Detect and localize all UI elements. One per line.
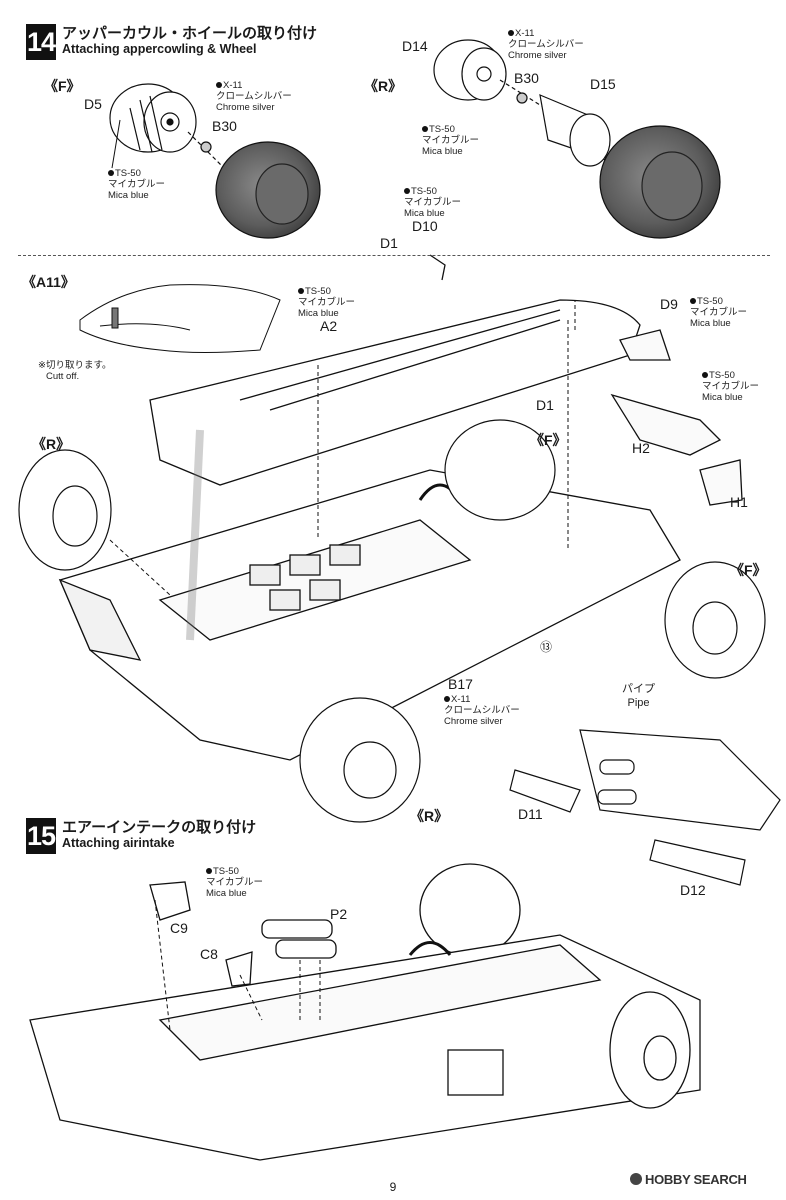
watermark-logo-icon [630, 1173, 642, 1185]
part-d5: D5 [84, 96, 102, 112]
paint-note-ts50-a2: TS-50 マイカブルー Mica blue [298, 286, 356, 319]
a11-cowl-detail [79, 284, 281, 353]
view-front-mid: 《F》 [530, 432, 567, 448]
pipe-detail [509, 729, 781, 886]
car-body-step15 [29, 863, 701, 1161]
step-title-jp: エアーインテークの取り付け [62, 819, 257, 836]
step-number: 14 [26, 24, 56, 60]
paint-dot-icon [702, 372, 708, 378]
paint-note-ts50-d10: TS-50 マイカブルー Mica blue [404, 186, 462, 219]
view-front-right: 《F》 [730, 562, 767, 578]
paint-note-x11-rear: X-11 クロームシルバー Chrome silver [508, 28, 584, 61]
paint-dot-icon [298, 288, 304, 294]
part-d12: D12 [680, 882, 706, 898]
guide-lines-step14 [109, 300, 576, 641]
part-d1-b: D1 [536, 397, 554, 413]
pipe-label: パイプ Pipe [622, 683, 655, 709]
paint-dot-icon [108, 170, 114, 176]
paint-note-ts50-rear: TS-50 マイカブルー Mica blue [422, 124, 480, 157]
part-h2: H2 [632, 440, 650, 456]
step-title-jp: アッパーカウル・ホイールの取り付け [62, 25, 318, 42]
rear-wheel-assembly [433, 39, 721, 239]
step-number: 15 [26, 818, 56, 854]
car-body-step14 [58, 254, 743, 761]
part-c9: C9 [170, 920, 188, 936]
part-b30-a: B30 [212, 118, 237, 134]
paint-dot-icon [422, 126, 428, 132]
page-number: 9 [389, 1180, 397, 1194]
paint-note-ts50-step15: TS-50 マイカブルー Mica blue [206, 866, 264, 899]
paint-note-ts50-d9: TS-50 マイカブルー Mica blue [690, 296, 748, 329]
paint-dot-icon [216, 82, 222, 88]
paint-dot-icon [206, 868, 212, 874]
paint-note-ts50-front: TS-50 マイカブルー Mica blue [108, 168, 166, 201]
paint-note-x11-b17: X-11 クロームシルバー Chrome silver [444, 694, 520, 727]
part-d15: D15 [590, 76, 616, 92]
part-c8: C8 [200, 946, 218, 962]
part-p2: P2 [330, 906, 348, 922]
view-a11: 《A11》 [22, 274, 75, 290]
part-h1: H1 [730, 494, 748, 510]
step-title-en: Attaching appercowling & Wheel [62, 42, 257, 56]
view-rear-bottom: 《R》 [410, 808, 449, 824]
part-b30-b: B30 [514, 70, 539, 86]
paint-dot-icon [508, 30, 514, 36]
step-title-en: Attaching airintake [62, 836, 175, 850]
part-d14: D14 [402, 38, 428, 54]
cut-off-note: ※切り取ります。 Cutt off. [38, 360, 112, 382]
part-13-marker: ⑬ [540, 640, 553, 654]
guide-lines-step15 [154, 899, 321, 1031]
paint-note-ts50-h1: TS-50 マイカブルー Mica blue [702, 370, 760, 403]
watermark: HOBBY SEARCH [630, 1172, 747, 1187]
part-d9: D9 [660, 296, 678, 312]
paint-dot-icon [690, 298, 696, 304]
view-front-top: 《F》 [44, 78, 81, 94]
part-d11: D11 [518, 806, 543, 822]
car-wheels-step14 [18, 419, 766, 823]
view-rear-left: 《R》 [32, 436, 71, 452]
part-d10: D10 [412, 218, 438, 234]
paint-dot-icon [404, 188, 410, 194]
part-a2: A2 [320, 318, 338, 334]
part-b17: B17 [448, 676, 473, 692]
part-d1-a: D1 [380, 235, 398, 251]
front-wheel-assembly [109, 83, 321, 239]
view-rear-top: 《R》 [364, 78, 403, 94]
paint-dot-icon [444, 696, 450, 702]
paint-note-x11-front: X-11 クロームシルバー Chrome silver [216, 80, 292, 113]
section-divider [18, 255, 770, 256]
